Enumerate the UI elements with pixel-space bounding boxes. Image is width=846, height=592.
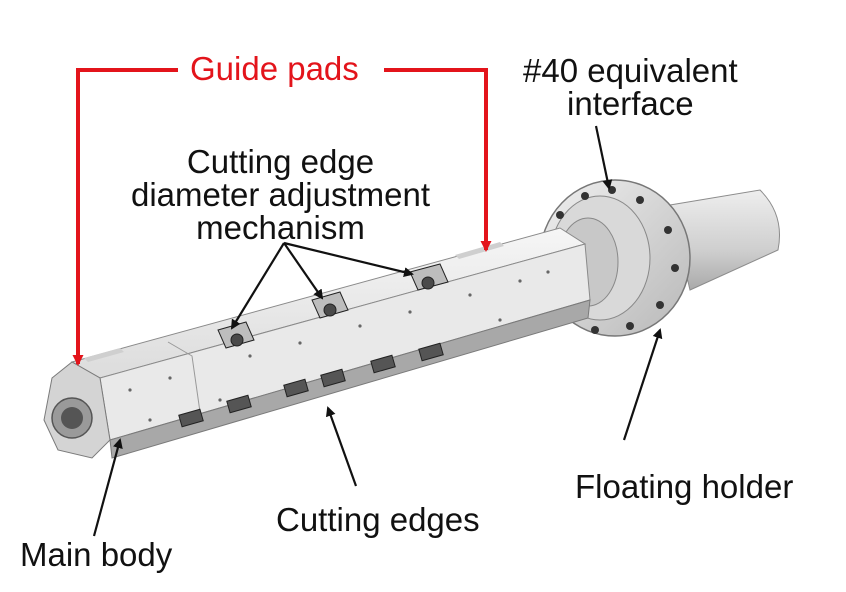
arrow-to-interface: [596, 126, 609, 188]
label-floating-holder: Floating holder: [575, 470, 793, 503]
label-adjustment-line-2: diameter adjustment: [108, 178, 453, 211]
label-adjustment-line-3: mechanism: [108, 211, 453, 244]
label-interface-line-1: #40 equivalent: [523, 54, 738, 87]
label-adjustment-mechanism: Cutting edge diameter adjustment mechani…: [108, 145, 453, 244]
label-main-body: Main body: [20, 538, 172, 571]
label-interface: #40 equivalent interface: [523, 54, 738, 120]
label-cutting-edges: Cutting edges: [276, 503, 480, 536]
label-adjustment-line-1: Cutting edge: [108, 145, 453, 178]
arrow-to-floating-holder: [624, 330, 660, 440]
label-guide-pads: Guide pads: [190, 52, 359, 85]
arrow-to-main-body: [94, 440, 120, 536]
tool-main-body-shape: [44, 228, 590, 458]
arrow-to-cutting-edges: [328, 408, 356, 486]
label-interface-line-2: interface: [523, 87, 738, 120]
